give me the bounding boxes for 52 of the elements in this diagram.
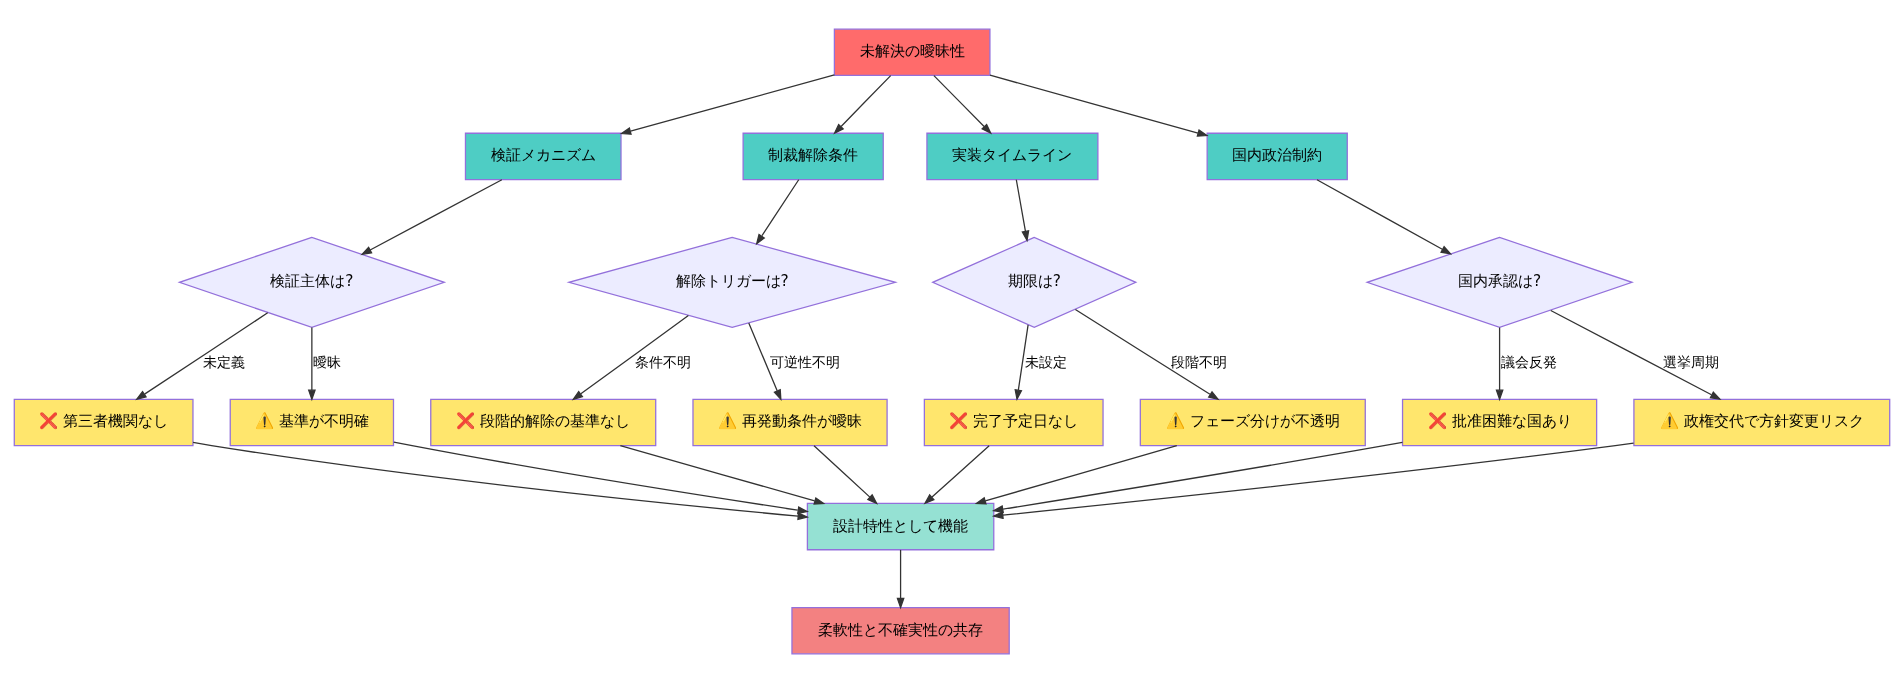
node-diamond: 期限は? (931, 236, 1138, 329)
arrow (192, 441, 810, 521)
arrow (1015, 179, 1030, 243)
node-box: 実装タイムライン (926, 132, 1099, 181)
arrow (755, 179, 800, 246)
arrow (1316, 179, 1453, 255)
edge-label: 条件不明 (634, 353, 691, 370)
arrow (1495, 326, 1504, 402)
node-box: ❌ 第三者機関なし (13, 398, 194, 447)
arrow (896, 549, 905, 610)
node-box: 検証メカニズム (464, 132, 622, 181)
arrow (991, 441, 1404, 514)
arrow (833, 74, 892, 135)
node-box: 未解決の曖昧性 (833, 28, 991, 77)
arrow (933, 74, 993, 135)
node-box: ❌ 批准困難な国あり (1401, 398, 1598, 447)
arrow (974, 445, 1178, 505)
arrow (307, 326, 316, 402)
arrow (360, 179, 503, 256)
arrow (619, 445, 826, 505)
edge-label: 議会反発 (1501, 353, 1558, 370)
arrow (1014, 324, 1029, 402)
arrow (393, 441, 810, 515)
node-box: 設計特性として機能 (806, 502, 995, 551)
arrow (135, 312, 269, 401)
arrow (1550, 309, 1722, 401)
arrow (571, 314, 689, 401)
node-diamond: 解除トリガーは? (566, 236, 898, 329)
node-box: ❌ 段階的解除の基準なし (430, 398, 657, 447)
arrow (748, 322, 782, 402)
edge-label: 未定義 (203, 353, 246, 370)
edge-label: 段階不明 (1170, 353, 1227, 370)
edge-label: 選挙周期 (1663, 353, 1720, 370)
edge-label: 可逆性不明 (769, 353, 840, 370)
node-diamond: 検証主体は? (177, 236, 447, 329)
arrow (989, 74, 1209, 137)
node-box: ⚠ 再発動条件が曖昧 (692, 398, 888, 447)
arrow (619, 74, 835, 135)
edge-label: 曖昧 (312, 353, 341, 370)
edge-label: 未設定 (1024, 353, 1067, 370)
node-box: ⚠ 政権交代で方針変更リスク (1633, 398, 1891, 447)
node-diamond: 国内承認は? (1365, 236, 1634, 329)
arrow (813, 445, 879, 505)
node-box: 国内政治制約 (1206, 132, 1348, 181)
arrow (1074, 308, 1220, 401)
node-box: ⚠ 基準が不明確 (229, 398, 395, 447)
node-box: ⚠ フェーズ分けが不透明 (1139, 398, 1366, 447)
node-box: 制裁解除条件 (742, 132, 884, 181)
arrow (923, 445, 990, 505)
node-box: 柔軟性と不確実性の共存 (791, 606, 1010, 655)
node-box: ❌ 完了予定日なし (923, 398, 1104, 447)
arrow (991, 442, 1635, 520)
